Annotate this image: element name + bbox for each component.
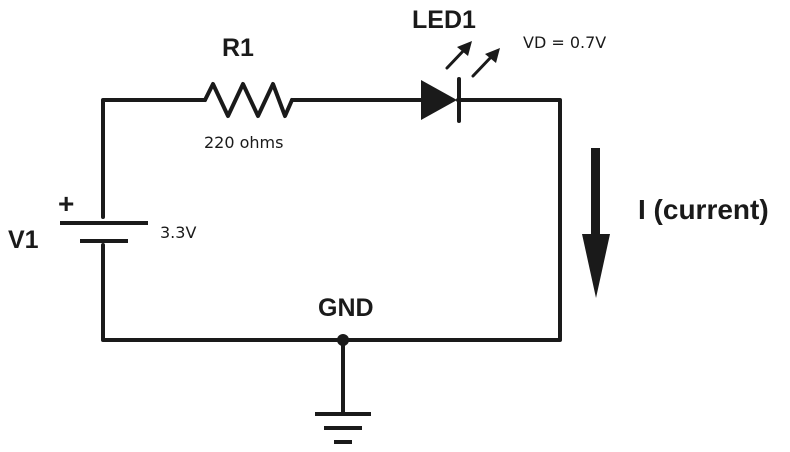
resistor-symbol <box>203 82 294 118</box>
resistor-name: R1 <box>222 34 254 62</box>
wire-right-bottom <box>101 98 562 342</box>
source-name: V1 <box>8 226 39 254</box>
battery-polarity-plus: + <box>58 188 74 219</box>
circuit-wires <box>101 98 562 342</box>
current-direction-arrow-icon <box>582 148 610 298</box>
wire-left-top <box>101 98 207 219</box>
led-name: LED1 <box>412 6 476 34</box>
current-label: I (current) <box>638 194 769 225</box>
led-symbol <box>421 77 461 123</box>
ground-icon <box>315 334 371 444</box>
source-voltage: 3.3V <box>160 223 196 242</box>
led-forward-voltage: VD = 0.7V <box>523 33 606 52</box>
light-emission-arrows-icon <box>445 41 500 78</box>
ground-label: GND <box>318 294 374 322</box>
battery-symbol <box>60 221 148 243</box>
resistor-value: 220 ohms <box>204 133 283 152</box>
